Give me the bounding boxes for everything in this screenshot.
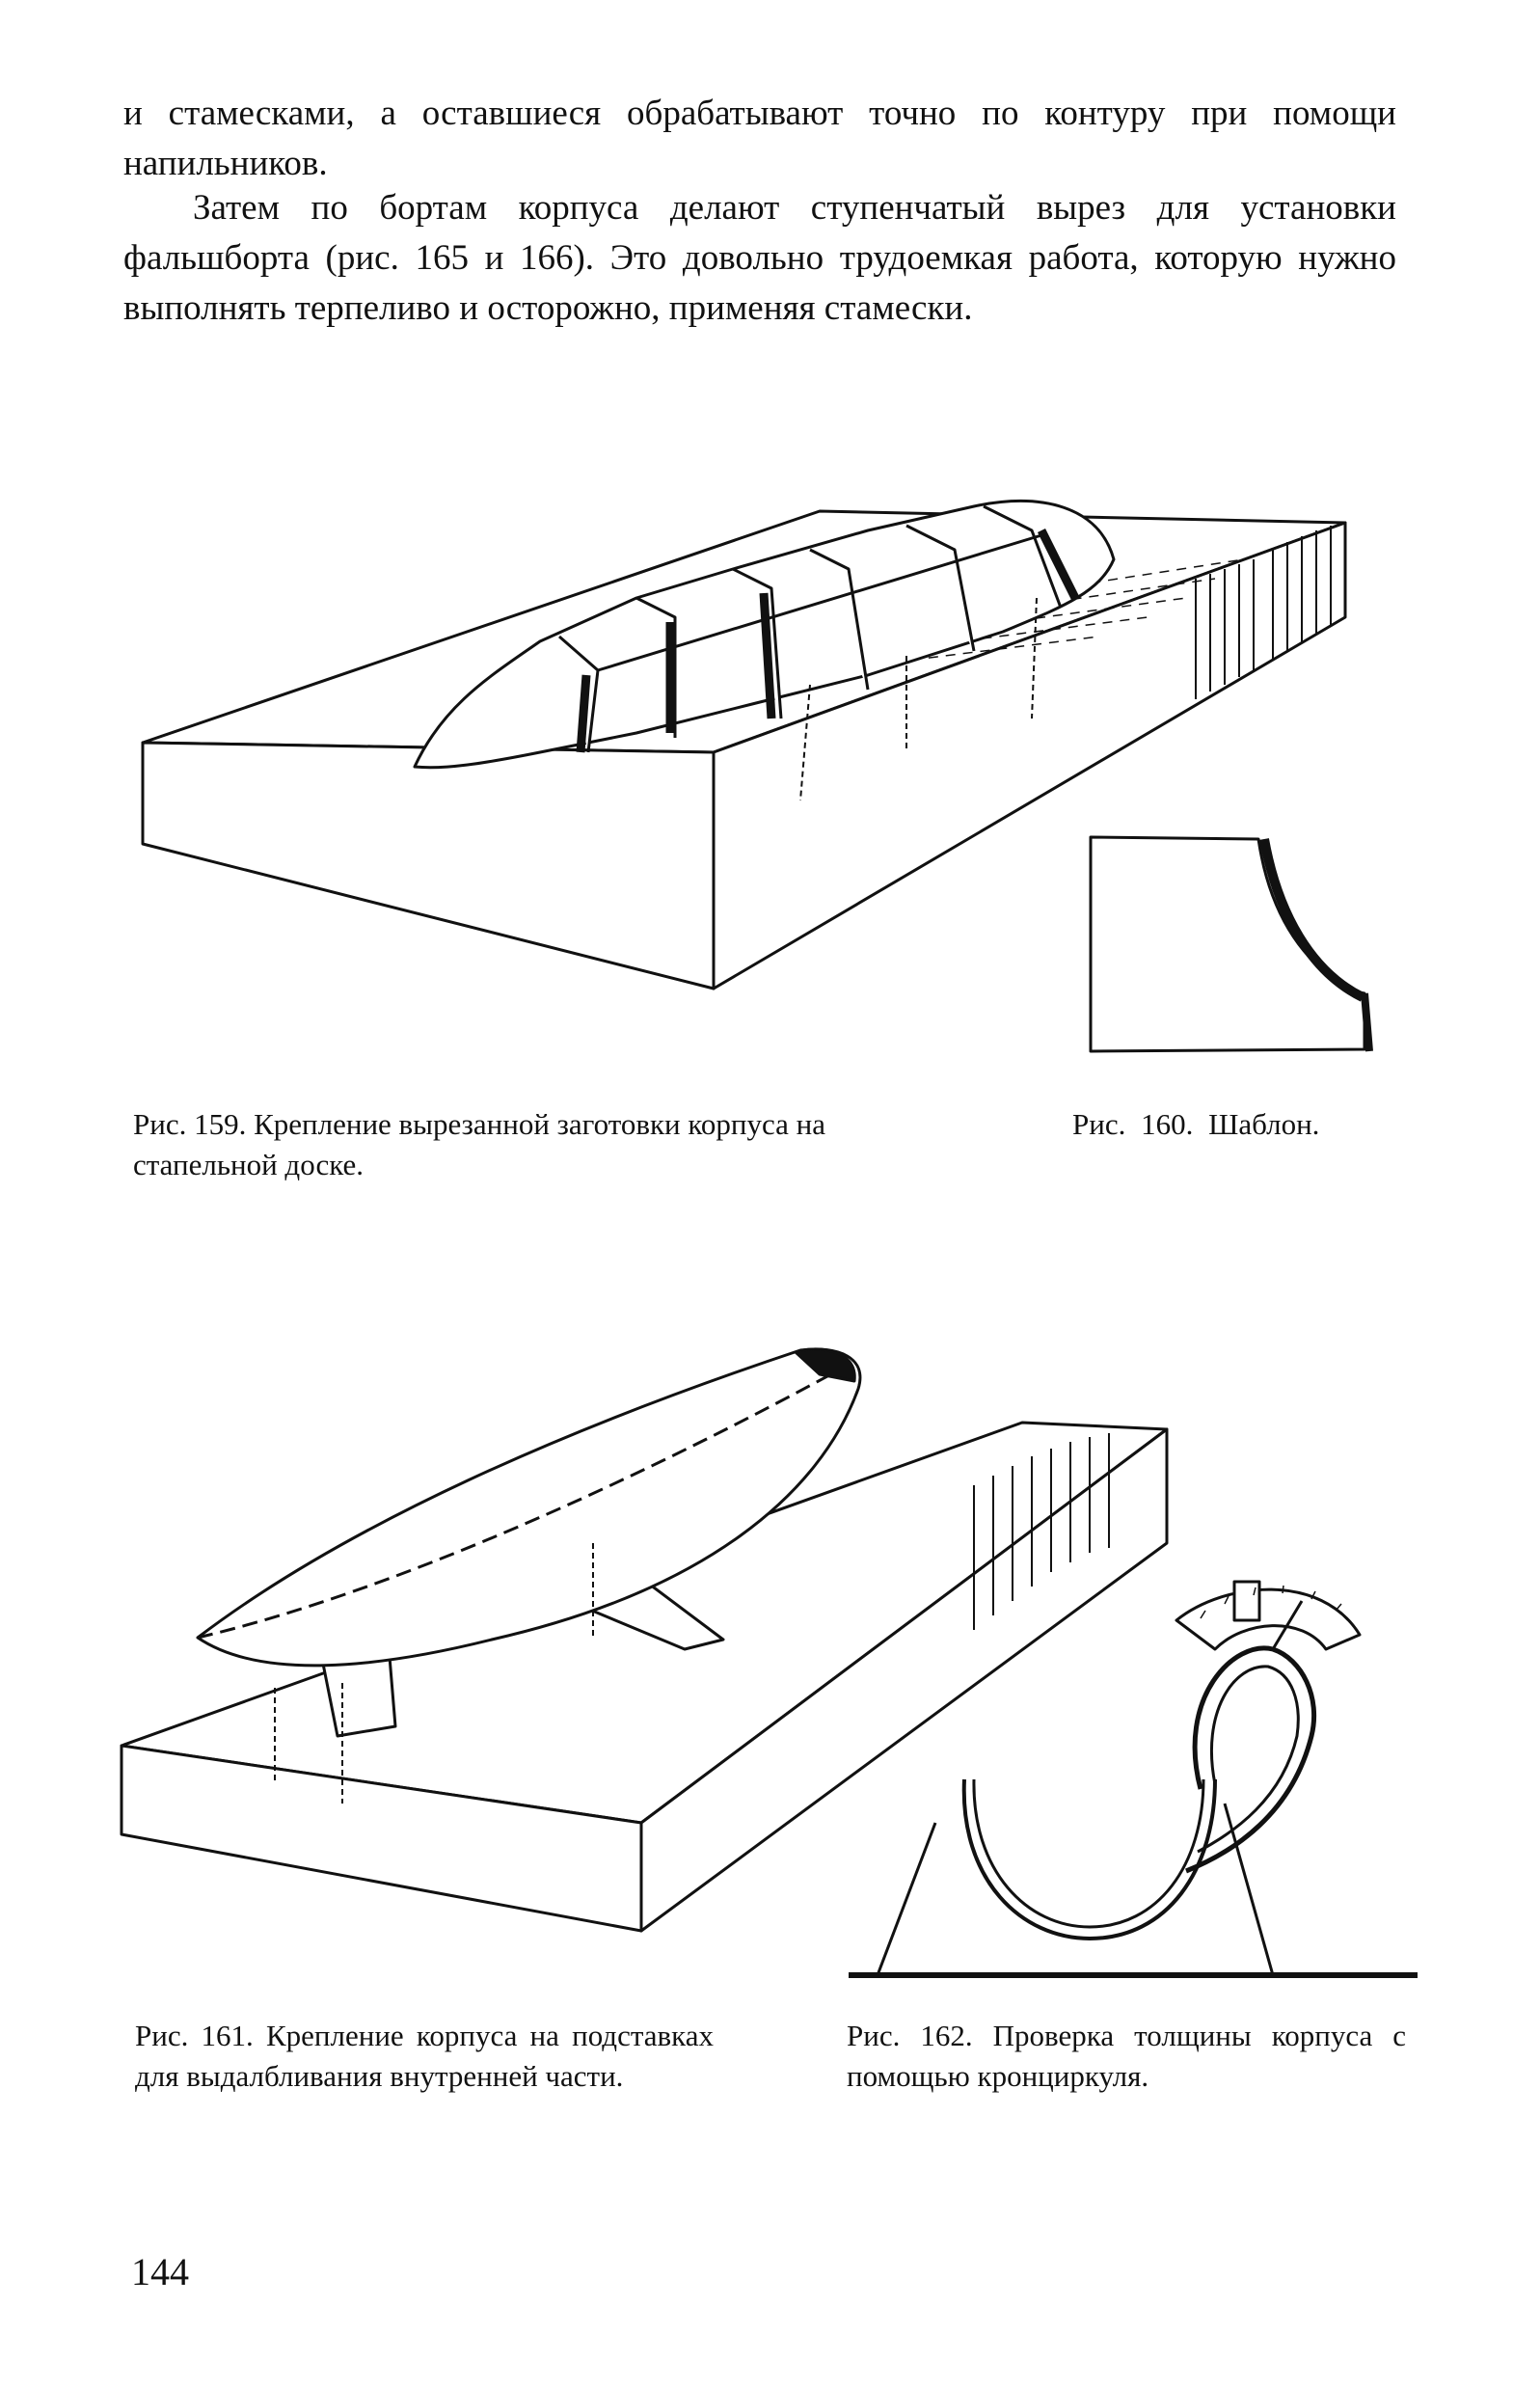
board-side: [639, 1427, 1169, 1933]
template-plate: [1089, 835, 1366, 1053]
body-paragraph-1: и стамесками, а оставшиеся обрабатывают …: [123, 94, 1396, 183]
body-paragraph-2: Затем по бортам корпуса делают ступенчат…: [123, 188, 1396, 328]
caption-label: Рис. 162.: [847, 2019, 973, 2052]
caption-label: Рис. 159.: [133, 1107, 247, 1141]
caption-figure-159: Рис. 159. Крепление вырезанной заготовки…: [133, 1104, 972, 1185]
calipers-scale: [1175, 1587, 1362, 1651]
caption-label: Рис. 161.: [135, 2019, 254, 2052]
caption-figure-161: Рис. 161. Крепление корпуса на подставка…: [135, 2016, 714, 2097]
figure-160-template: [1089, 835, 1373, 1053]
caption-figure-162: Рис. 162. Проверка толщины корпуса с пом…: [847, 2016, 1406, 2097]
caption-text: Проверка толщины корпуса с помощью кронц…: [847, 2019, 1407, 2093]
caption-text: Крепление вырезанной заготовки корпуса н…: [133, 1107, 825, 1181]
calipers-arm: [1185, 1645, 1317, 1874]
hull-section: [961, 1778, 1217, 1940]
caption-text: Крепление корпуса на подставках для выда…: [135, 2019, 715, 2093]
figure-161-hull-on-supports: [120, 1347, 1169, 1933]
board-front: [141, 741, 716, 990]
caption-label: Рис. 160.: [1072, 1107, 1194, 1141]
caption-text: Шаблон.: [1208, 1107, 1320, 1141]
caption-figure-160: Рис. 160. Шаблон.: [1072, 1104, 1400, 1145]
figure-162-calipers-check: [849, 1580, 1418, 1978]
page-number: 144: [131, 2250, 189, 2293]
figure-159-hull-blank-on-board: [141, 500, 1347, 990]
board-side: [712, 521, 1347, 990]
